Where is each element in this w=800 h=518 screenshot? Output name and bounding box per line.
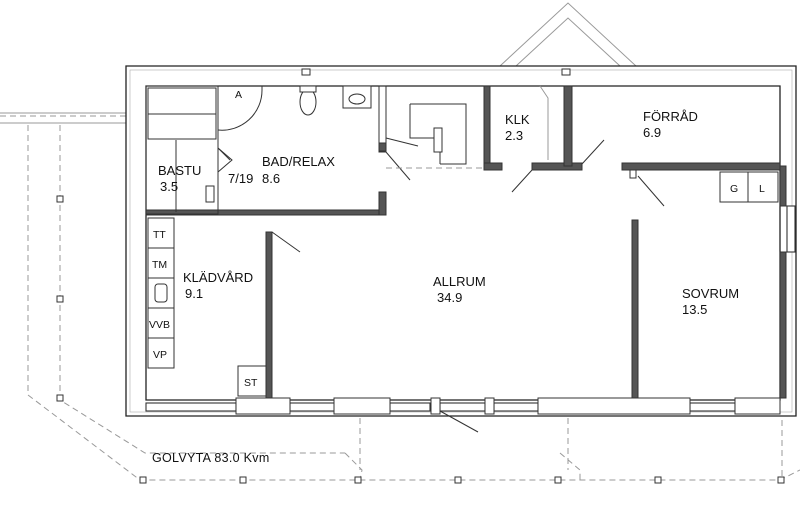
interior-walls bbox=[145, 85, 787, 399]
room-klk-name: KLK bbox=[505, 112, 530, 127]
terrace-posts bbox=[56, 195, 785, 484]
label-l: L bbox=[759, 183, 765, 195]
room-forrad-name: FÖRRÅD bbox=[643, 109, 698, 124]
room-allrum-name: ALLRUM bbox=[433, 274, 486, 289]
door-swings bbox=[271, 85, 665, 433]
room-klk-area: 2.3 bbox=[505, 128, 523, 143]
door-note: 7/19 bbox=[228, 171, 253, 186]
room-bastu-area: 3.5 bbox=[160, 179, 178, 194]
label-vp: VP bbox=[153, 349, 167, 361]
shower-symbol: A bbox=[235, 89, 242, 101]
room-bad-relax-area: 8.6 bbox=[262, 171, 280, 186]
room-kladvard-area: 9.1 bbox=[185, 286, 203, 301]
room-allrum-area: 34.9 bbox=[437, 290, 462, 305]
sauna-benches bbox=[147, 87, 217, 212]
utility-column bbox=[147, 171, 779, 397]
label-tt: TT bbox=[153, 229, 166, 241]
room-labels: BASTU 3.5 BAD/RELAX 8.6 7/19 KLK 2.3 FÖR… bbox=[158, 109, 739, 317]
label-st: ST bbox=[244, 377, 258, 389]
floor-area-caption: GOLVYTA 83.0 Kvm bbox=[152, 451, 270, 465]
room-bastu-name: BASTU bbox=[158, 163, 201, 178]
stairs bbox=[409, 103, 467, 165]
room-forrad-area: 6.9 bbox=[643, 125, 661, 140]
room-kladvard-name: KLÄDVÅRD bbox=[183, 270, 253, 285]
label-vvb: VVB bbox=[149, 319, 170, 331]
equipment-labels: TT TM VVB VP ST G L bbox=[149, 183, 765, 389]
windows bbox=[145, 205, 796, 415]
label-g: G bbox=[730, 183, 738, 195]
room-sovrum-area: 13.5 bbox=[682, 302, 707, 317]
label-tm: TM bbox=[152, 259, 167, 271]
bathroom-fixtures: A bbox=[217, 85, 372, 173]
room-sovrum-name: SOVRUM bbox=[682, 286, 739, 301]
room-bad-relax-name: BAD/RELAX bbox=[262, 154, 335, 169]
